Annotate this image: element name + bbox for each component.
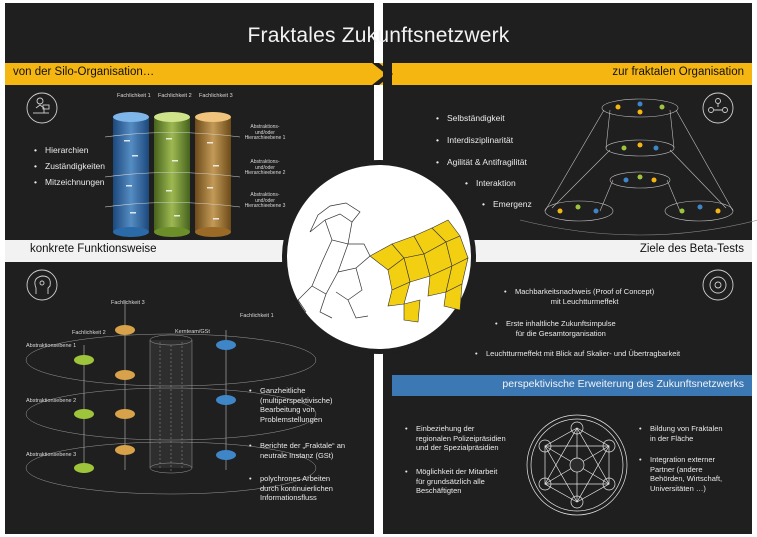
metatron-emblem — [526, 414, 628, 516]
function-level-label-2: Abstraktionsebene 2 — [26, 398, 77, 404]
function-top-label-1: Fachlichkeit 3 — [111, 300, 145, 306]
expansion-right-bullet-2: Integration externer Partner (andere Beh… — [639, 455, 722, 493]
silo-bullet-3: Mitzeichnungen — [34, 177, 104, 188]
function-top-label-2: Fachlichkeit 2 — [72, 330, 106, 336]
silo-level-label-3: Abstraktions- und/oder Hierarchieebene 3 — [244, 192, 286, 209]
function-top-label-3: Kernteam/GSt — [175, 329, 210, 335]
silo-bullet-2: Zuständigkeiten — [34, 161, 105, 172]
fractal-bullet-2: Interdisziplinarität — [436, 135, 513, 146]
silo-bullet-1: Hierarchien — [34, 145, 89, 156]
network-icon — [702, 92, 734, 124]
lion-emblem — [282, 160, 476, 354]
fractal-bullet-4: Interaktion — [465, 178, 516, 189]
band-function-label: konkrete Funktionsweise — [30, 243, 157, 255]
band-function — [5, 240, 305, 262]
function-bullet-1: Ganzheitliche (multiperspektivische) Bea… — [249, 386, 332, 424]
function-bullet-3: polychrones Arbeiten durch kontinuierlic… — [249, 474, 333, 503]
fractal-diagram — [519, 98, 757, 236]
goals-bullet-1: Machbarkeitsnachweis (Proof of Concept) … — [504, 287, 654, 306]
band-silo — [5, 63, 383, 85]
function-bullet-2: Berichte der „Fraktale“ an neutrale Inst… — [249, 441, 345, 460]
band-expansion — [392, 375, 752, 396]
function-diagram — [25, 300, 317, 495]
expansion-left-bullet-1: Einbeziehung der regionalen Polizeipräsi… — [405, 424, 506, 453]
desk-icon — [26, 92, 58, 124]
silo-level-label-1: Abstraktions- und/oder Hierarchieebene 1 — [244, 124, 286, 141]
fractal-nodes — [557, 101, 721, 214]
band-goals — [455, 240, 752, 262]
expansion-left-bullet-2: Möglichkeit der Mitarbeit für grundsätzl… — [405, 467, 497, 496]
fractal-bullet-3: Agilität & Antifragilität — [436, 157, 527, 168]
silo-column-label-3: Fachlichkeit 3 — [199, 93, 233, 99]
goals-bullet-3: Leuchtturmeffekt mit Blick auf Skalier- … — [475, 349, 680, 359]
fractal-bullet-1: Selbständigkeit — [436, 113, 505, 124]
goals-bullet-2: Erste inhaltliche Zukunftsimpulse für di… — [495, 319, 616, 338]
silo-column-label-1: Fachlichkeit 1 — [117, 93, 151, 99]
head-idea-icon — [26, 269, 58, 301]
function-level-label-1: Abstraktionsebene 1 — [26, 343, 77, 349]
fractal-bullet-5: Emergenz — [482, 199, 532, 210]
expansion-right-bullet-1: Bildung von Fraktalen in der Fläche — [639, 424, 722, 443]
function-top-label-4: Fachlichkeit 1 — [240, 313, 274, 319]
target-icon — [702, 269, 734, 301]
band-fractal — [392, 63, 752, 85]
page-title: Fraktales Zukunftsnetzwerk — [247, 24, 510, 47]
silo-column-label-2: Fachlichkeit 2 — [158, 93, 192, 99]
band-expansion-label: perspektivische Erweiterung des Zukunfts… — [502, 378, 744, 390]
function-level-label-3: Abstraktionsebene 3 — [26, 452, 77, 458]
silo-cylinders — [104, 112, 241, 237]
band-fractal-label: zur fraktalen Organisation — [612, 66, 744, 78]
band-goals-label: Ziele des Beta-Tests — [639, 243, 744, 255]
band-silo-label: von der Silo-Organisation… — [13, 66, 155, 78]
silo-level-label-2: Abstraktions- und/oder Hierarchieebene 2 — [244, 159, 286, 176]
